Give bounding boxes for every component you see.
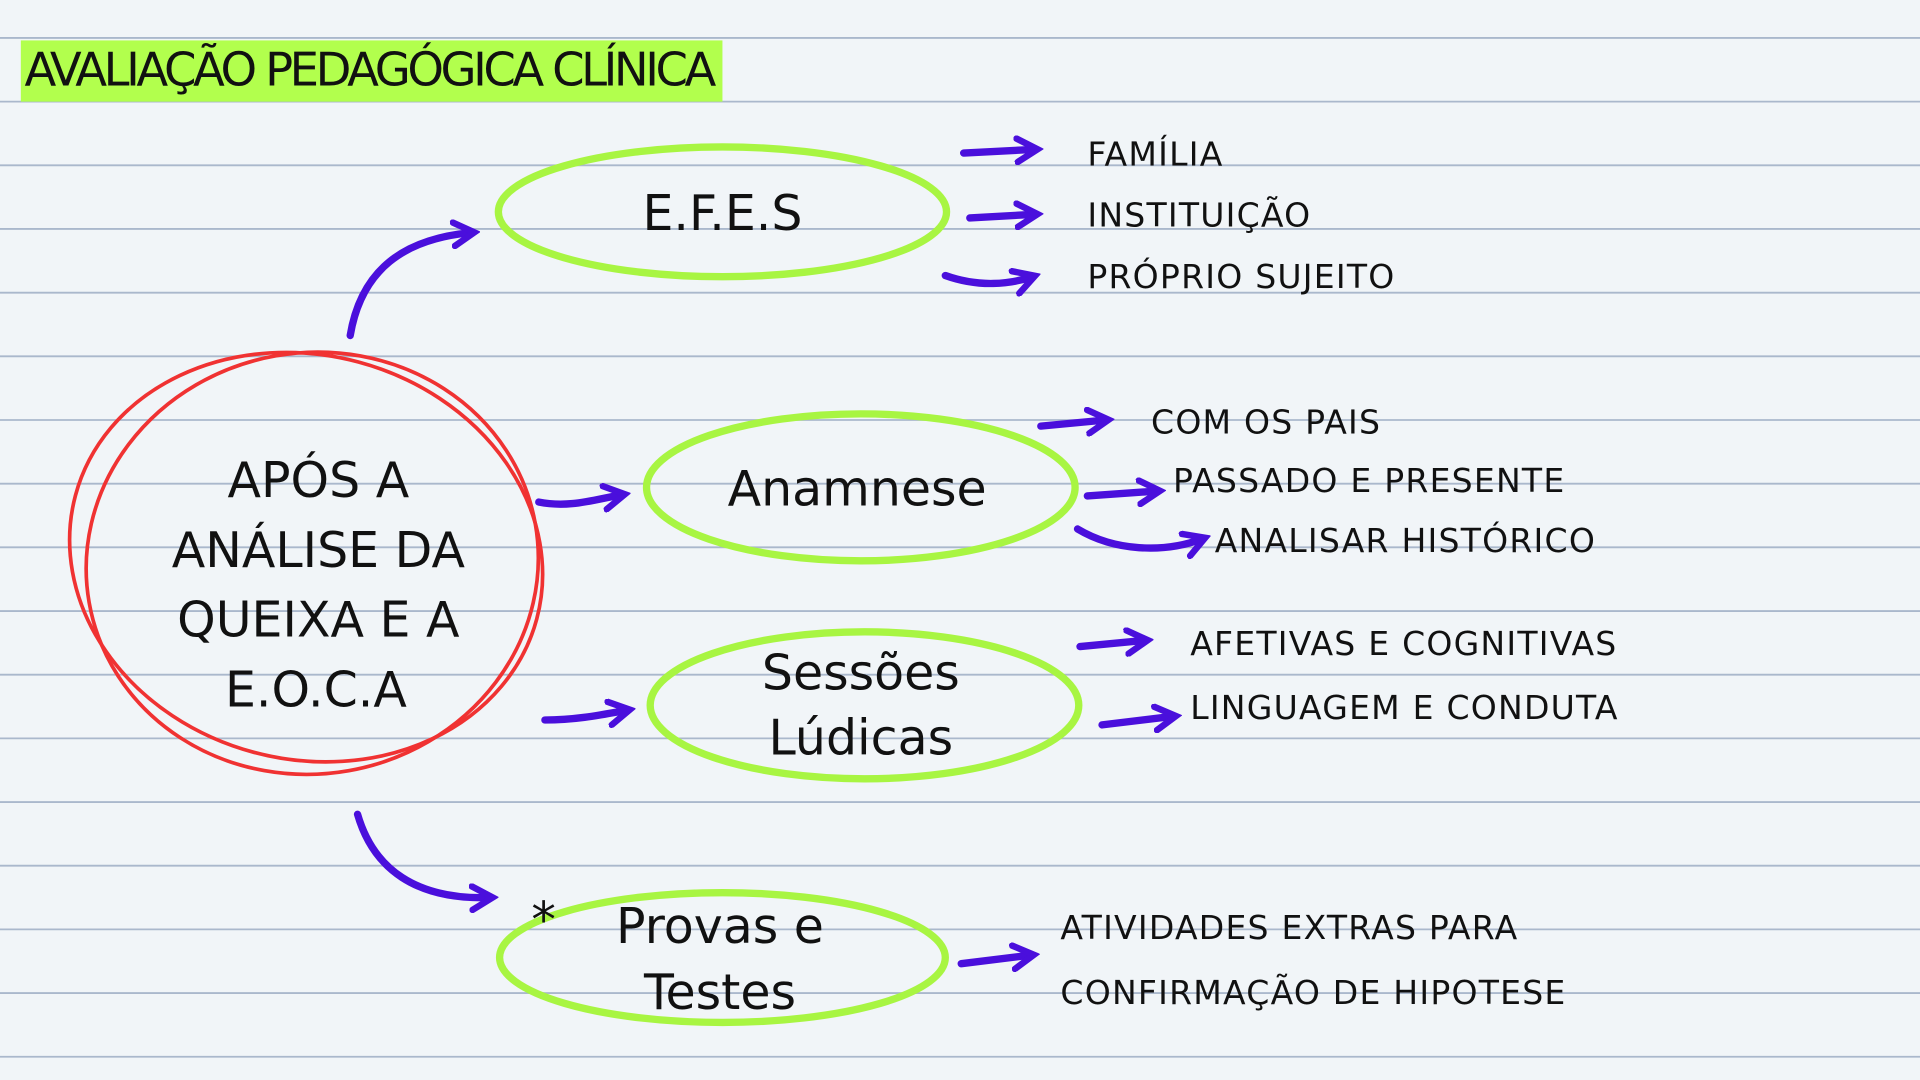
arrow-icon bbox=[346, 233, 471, 340]
item-atividades-extras: ATIVIDADES EXTRAS PARA bbox=[1060, 908, 1518, 947]
item-linguagem-conduta: LINGUAGEM E CONDUTA bbox=[1190, 688, 1619, 727]
title-highlight bbox=[20, 40, 723, 102]
star-marker: * bbox=[531, 892, 555, 949]
node-label-provas-1: Provas e bbox=[616, 898, 824, 955]
node-ellipse-provas bbox=[495, 888, 949, 1027]
node-ellipse-sessoes bbox=[646, 628, 1083, 783]
center-circle bbox=[67, 350, 545, 777]
arrow-icon bbox=[1076, 640, 1145, 646]
arrow-icon bbox=[541, 710, 627, 720]
node-label-provas-2: Testes bbox=[643, 964, 796, 1021]
page-title: AVALIAÇÃO PEDAGÓGICA CLÍNICA bbox=[24, 43, 716, 97]
arrow-icon bbox=[966, 214, 1035, 218]
item-confirmacao-hipotese: CONFIRMAÇÃO DE HIPOTESE bbox=[1060, 973, 1566, 1012]
item-familia: FAMÍLIA bbox=[1087, 133, 1223, 173]
center-line-4: E.O.C.A bbox=[225, 662, 407, 719]
center-line-1: APÓS A bbox=[228, 450, 410, 509]
item-com-os-pais: COM OS PAIS bbox=[1151, 402, 1381, 441]
arrow-icon bbox=[1098, 716, 1173, 725]
arrow-icon bbox=[1037, 420, 1106, 426]
item-afetivas-cognitivas: AFETIVAS E COGNITIVAS bbox=[1190, 624, 1617, 663]
center-line-2: ANÁLISE DA bbox=[172, 520, 466, 579]
node-ellipse-anamnese bbox=[642, 410, 1079, 565]
arrows bbox=[346, 149, 1203, 964]
arrow-icon bbox=[957, 955, 1031, 964]
node-ellipse-efes bbox=[494, 143, 951, 281]
arrow-icon bbox=[941, 276, 1032, 284]
arrow-icon bbox=[535, 495, 622, 504]
node-label-efes: E.F.E.S bbox=[642, 185, 802, 242]
item-proprio-sujeito: PRÓPRIO SUJEITO bbox=[1087, 256, 1395, 296]
arrow-icon bbox=[1083, 491, 1157, 496]
arrow-icon bbox=[960, 149, 1035, 153]
node-label-anamnese: Anamnese bbox=[728, 461, 987, 518]
item-passado-presente: PASSADO E PRESENTE bbox=[1173, 461, 1565, 500]
node-label-sessoes-2: Lúdicas bbox=[769, 709, 954, 766]
item-instituicao: INSTITUIÇÃO bbox=[1087, 196, 1311, 235]
item-analisar-historico: ANALISAR HISTÓRICO bbox=[1215, 520, 1596, 560]
node-label-sessoes-1: Sessões bbox=[762, 644, 960, 701]
arrow-icon bbox=[1073, 525, 1203, 548]
center-line-3: QUEIXA E A bbox=[177, 592, 460, 649]
arrow-icon bbox=[353, 810, 490, 897]
